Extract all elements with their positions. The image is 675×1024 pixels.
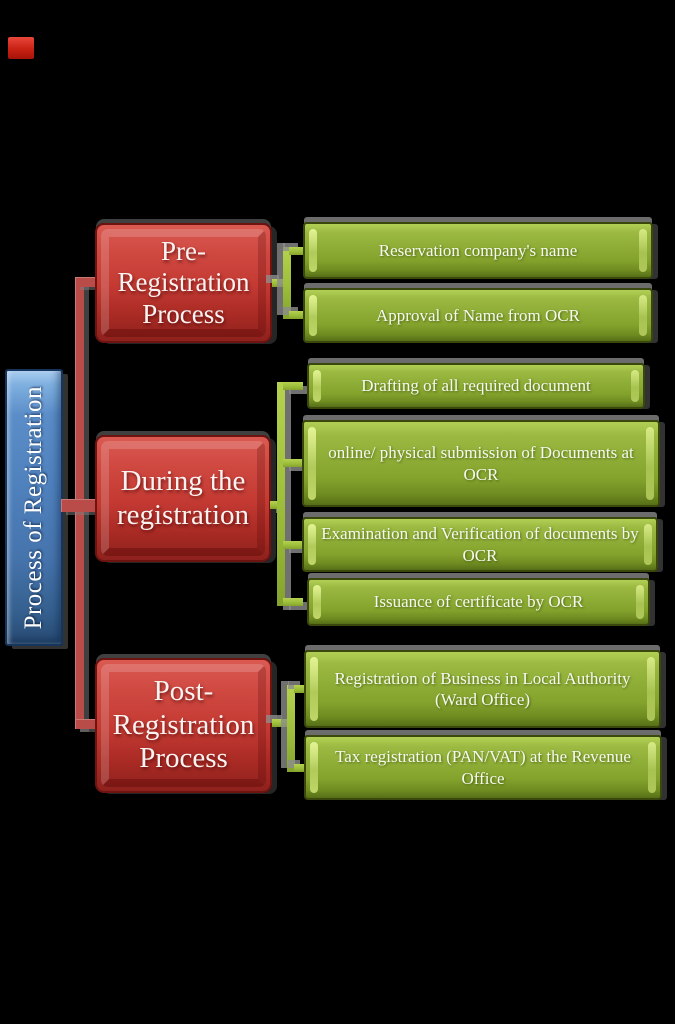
- step-label: online/ physical submission of Documents…: [328, 443, 634, 484]
- step-node-reservation-name: Reservation company's name: [303, 222, 653, 279]
- bracket-during-stub-in: [270, 501, 279, 509]
- group-label: Post- Registration Process: [112, 675, 255, 775]
- step-node-issuance-certificate: Issuance of certificate by OCR: [307, 578, 650, 626]
- bracket-during-stub-out-2: [283, 459, 303, 467]
- step-label: Issuance of certificate by OCR: [373, 592, 584, 612]
- step-label: Tax registration (PAN/VAT) at the Revenu…: [335, 747, 631, 788]
- root-label: Process of Registration: [20, 385, 47, 630]
- connector-red-stub-pre: [75, 277, 95, 287]
- bracket-during-spine: [277, 382, 285, 606]
- bracket-post-spine: [287, 685, 295, 772]
- bracket-post-stub-out-1: [294, 685, 306, 693]
- group-label: Pre- Registration Process: [117, 236, 250, 329]
- step-label: Approval of Name from OCR: [376, 305, 580, 325]
- step-node-local-authority-registration: Registration of Business in Local Author…: [304, 650, 661, 728]
- step-label: Registration of Business in Local Author…: [334, 668, 631, 709]
- step-node-submission-documents: online/ physical submission of Documents…: [302, 420, 660, 507]
- bracket-post-stub-out-2: [294, 764, 306, 772]
- group-node-post-registration: Post- Registration Process: [95, 658, 272, 793]
- step-node-drafting-documents: Drafting of all required document: [307, 363, 645, 409]
- group-node-during-registration: During the registration: [95, 435, 271, 562]
- bracket-pre-stub-out-2: [289, 311, 304, 319]
- group-label: During the registration: [116, 464, 250, 531]
- bracket-pre-stub-in: [272, 279, 285, 287]
- bracket-during-stub-out-4: [283, 598, 303, 606]
- bracket-during-stub-out-3: [283, 541, 303, 549]
- connector-red-stub-post: [75, 719, 95, 729]
- step-node-examination-verification: Examination and Verification of document…: [302, 517, 658, 572]
- step-label: Examination and Verification of document…: [321, 524, 639, 565]
- bracket-during-stub-out-1: [283, 382, 303, 390]
- red-mark: [8, 37, 34, 59]
- bracket-pre-spine: [283, 247, 291, 319]
- bracket-post-stub-in: [272, 719, 288, 727]
- step-label: Drafting of all required document: [361, 376, 591, 396]
- connector-red-stub-during: [61, 499, 95, 512]
- step-label: Reservation company's name: [378, 240, 578, 260]
- step-node-approval-name: Approval of Name from OCR: [303, 288, 653, 343]
- root-node: Process of Registration: [5, 369, 63, 646]
- step-node-tax-registration: Tax registration (PAN/VAT) at the Revenu…: [304, 735, 662, 800]
- bracket-pre-stub-out-1: [289, 247, 304, 255]
- group-node-pre-registration: Pre- Registration Process: [95, 223, 272, 343]
